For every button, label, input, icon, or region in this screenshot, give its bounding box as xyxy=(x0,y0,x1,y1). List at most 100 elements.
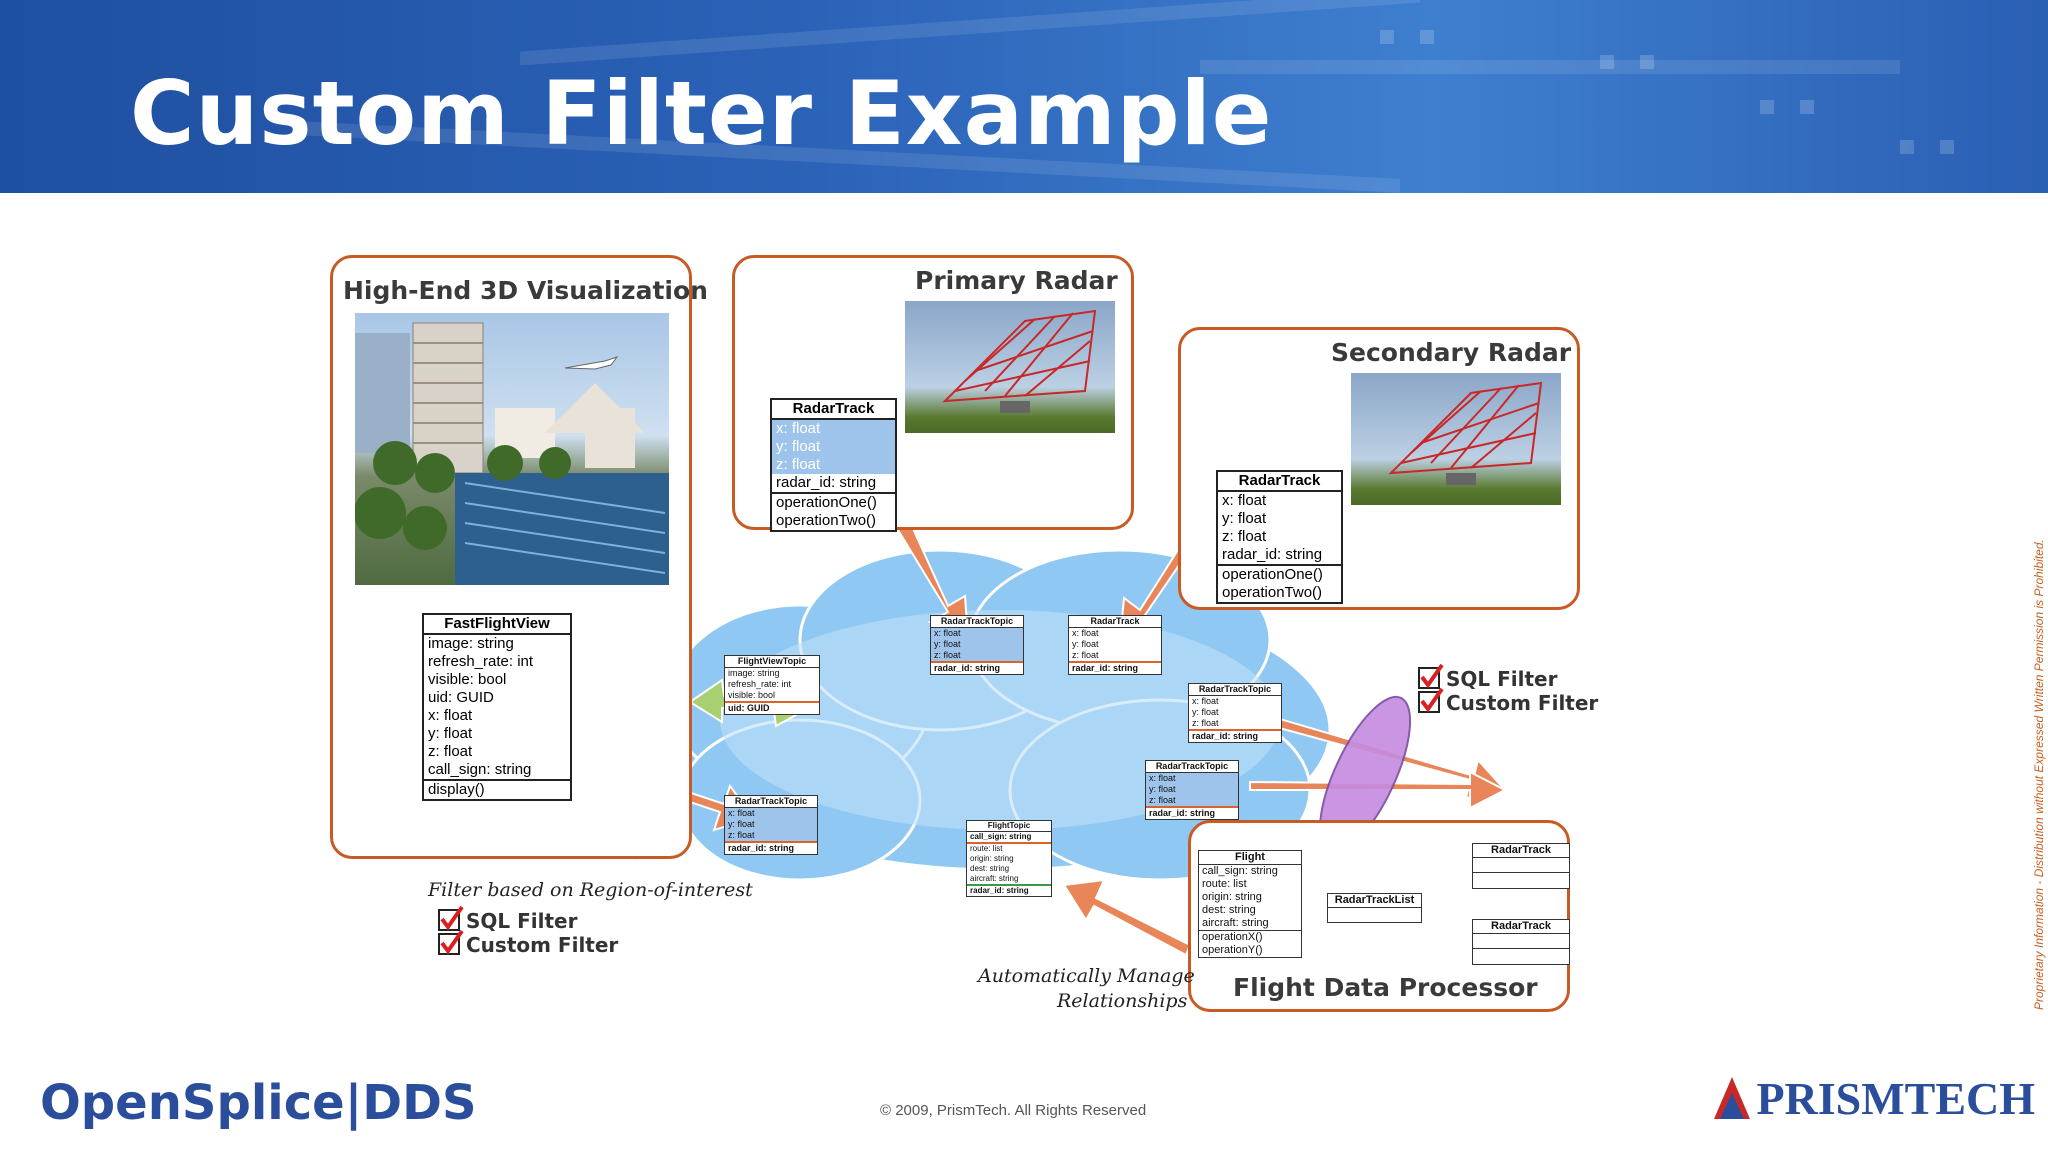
checkbox-checked-icon xyxy=(1418,663,1444,689)
topic-key: uid: GUID xyxy=(725,701,819,714)
attribute: y: float xyxy=(428,725,473,742)
attribute: aircraft: string xyxy=(1202,917,1269,929)
topic-key: radar_id: string xyxy=(967,884,1051,896)
operation: display() xyxy=(424,779,570,799)
fdp-radartrack-1: RadarTrack xyxy=(1472,843,1570,889)
region-note: Filter based on Region-of-interest xyxy=(428,879,753,901)
attribute: z: float xyxy=(428,743,473,760)
prismtech-mark-icon xyxy=(1714,1076,1750,1119)
radartracktopic-right1-box: RadarTrackTopic x: float y: float z: flo… xyxy=(1188,683,1282,743)
class-name: FastFlightView xyxy=(424,615,570,635)
topic-field: y: float xyxy=(1072,639,1099,649)
checkbox-checked-icon xyxy=(1418,687,1444,713)
topic-field: z: float xyxy=(931,650,1023,661)
panel-visualization: High-End 3D Visualization FastFlightView… xyxy=(330,255,708,859)
panel-title-fdp: Flight Data Processor xyxy=(1233,973,1538,1002)
filter-checklist-left-sql: SQL Filter xyxy=(438,905,578,933)
topic-field: image: string xyxy=(728,668,780,678)
topic-field: x: float xyxy=(1146,773,1238,784)
slide-header: Custom Filter Example xyxy=(0,0,2048,193)
topic-name: RadarTrackTopic xyxy=(931,616,1023,628)
panel-primary-radar: Primary Radar RadarTrack x: float y: flo… xyxy=(732,255,1134,532)
topic-field: y: float xyxy=(931,639,1023,650)
operation: operationX() xyxy=(1199,930,1301,944)
fastflightview-class: FastFlightView image: string refresh_rat… xyxy=(422,613,572,801)
panel-secondary-radar: Secondary Radar RadarTrack x: float y: f… xyxy=(1178,327,1580,610)
topic-key: radar_id: string xyxy=(931,661,1023,674)
topic-field: call_sign: string xyxy=(967,832,1051,844)
copyright: © 2009, PrismTech. All Rights Reserved xyxy=(880,1102,1147,1119)
radartracktopic-right2-box: RadarTrackTopic x: float y: float z: flo… xyxy=(1145,760,1239,820)
class-name: RadarTrack xyxy=(772,400,895,420)
topic-field: y: float xyxy=(725,819,817,830)
logo-text: PRISMTECH xyxy=(1756,1073,2036,1124)
city-3d-image xyxy=(355,313,669,585)
topic-key: radar_id: string xyxy=(1189,729,1281,742)
topic-field: z: float xyxy=(1192,718,1219,728)
filter-label: SQL Filter xyxy=(1446,667,1558,691)
operation: operationOne() xyxy=(1218,564,1341,584)
panel-title-secondary-radar: Secondary Radar xyxy=(1331,338,1572,367)
class-name: RadarTrack xyxy=(1473,920,1569,934)
radartrack-class-secondary: RadarTrack x: float y: float z: float ra… xyxy=(1216,470,1343,604)
filter-label: Custom Filter xyxy=(466,933,619,957)
topic-field: visible: bool xyxy=(728,690,776,700)
radartrack-top-right-box: RadarTrack x: float y: float z: float ra… xyxy=(1068,615,1162,675)
operation: operationTwo() xyxy=(1222,584,1323,601)
filter-checklist-right-sql: SQL Filter xyxy=(1418,663,1558,691)
topic-name: FlightTopic xyxy=(967,821,1051,832)
radartrack-class-primary: RadarTrack x: float y: float z: float ra… xyxy=(770,398,897,532)
proprietary-note: Proprietary Information - Distribution w… xyxy=(2032,539,2046,1010)
attribute: route: list xyxy=(1202,878,1247,890)
operation: operationY() xyxy=(1202,944,1263,956)
attribute: visible: bool xyxy=(428,671,507,688)
topic-field: origin: string xyxy=(970,854,1014,863)
topic-field: x: float xyxy=(1072,628,1099,638)
city-illustration xyxy=(355,322,669,585)
attribute: uid: GUID xyxy=(428,689,494,706)
topic-field: refresh_rate: int xyxy=(728,679,792,689)
topic-key: radar_id: string xyxy=(725,841,817,854)
opensplice-logo: OpenSplice|DDS xyxy=(40,1075,477,1131)
attribute: origin: string xyxy=(1202,891,1262,903)
operation: operationTwo() xyxy=(776,512,877,529)
attribute: call_sign: string xyxy=(428,761,532,778)
manage-note-line2: Relationships xyxy=(1057,990,1188,1012)
attribute: z: float xyxy=(1222,528,1267,545)
topic-field: aircraft: string xyxy=(970,874,1019,883)
topic-field: dest: string xyxy=(970,864,1010,873)
filter-checklist-right-custom: Custom Filter xyxy=(1418,687,1599,715)
flightviewtopic-box: FlightViewTopic image: string refresh_ra… xyxy=(724,655,820,715)
attribute: z: float xyxy=(772,456,895,474)
checkbox-checked-icon xyxy=(438,905,464,931)
topic-field: x: float xyxy=(1192,696,1219,706)
attribute: radar_id: string xyxy=(1222,546,1323,563)
class-name: Flight xyxy=(1199,851,1301,865)
class-name: RadarTrackList xyxy=(1328,894,1421,908)
topic-field: z: float xyxy=(725,830,817,841)
topic-field: z: float xyxy=(1146,795,1238,806)
radartracklist-class: RadarTrackList xyxy=(1327,893,1422,923)
radartracktopic-top-box: RadarTrackTopic x: float y: float z: flo… xyxy=(930,615,1024,675)
attribute: x: float xyxy=(1222,492,1267,509)
flighttopic-box: FlightTopic call_sign: string route: lis… xyxy=(966,820,1052,897)
logo-text: OpenSplice|DDS xyxy=(40,1075,477,1131)
topic-key: radar_id: string xyxy=(1069,661,1161,674)
topic-name: RadarTrackTopic xyxy=(1189,684,1281,696)
topic-field: y: float xyxy=(1192,707,1219,717)
panel-title-primary-radar: Primary Radar xyxy=(915,266,1118,295)
primary-radar-image xyxy=(905,301,1115,433)
prismtech-logo: PRISMTECH xyxy=(1712,1072,2035,1125)
attribute: refresh_rate: int xyxy=(428,653,534,670)
attribute: call_sign: string xyxy=(1202,865,1278,877)
operation: operationOne() xyxy=(772,492,895,512)
arrow-fdp-to-flighttopic xyxy=(1062,878,1192,957)
attribute: image: string xyxy=(428,635,514,652)
fdp-radartrack-2: RadarTrack xyxy=(1472,919,1570,965)
topic-field: route: list xyxy=(970,844,1003,853)
attribute: radar_id: string xyxy=(776,474,877,491)
filter-label: Custom Filter xyxy=(1446,691,1599,715)
flight-class: Flight call_sign: string route: list ori… xyxy=(1198,850,1302,958)
topic-field: x: float xyxy=(725,808,817,819)
filter-label: SQL Filter xyxy=(466,909,578,933)
